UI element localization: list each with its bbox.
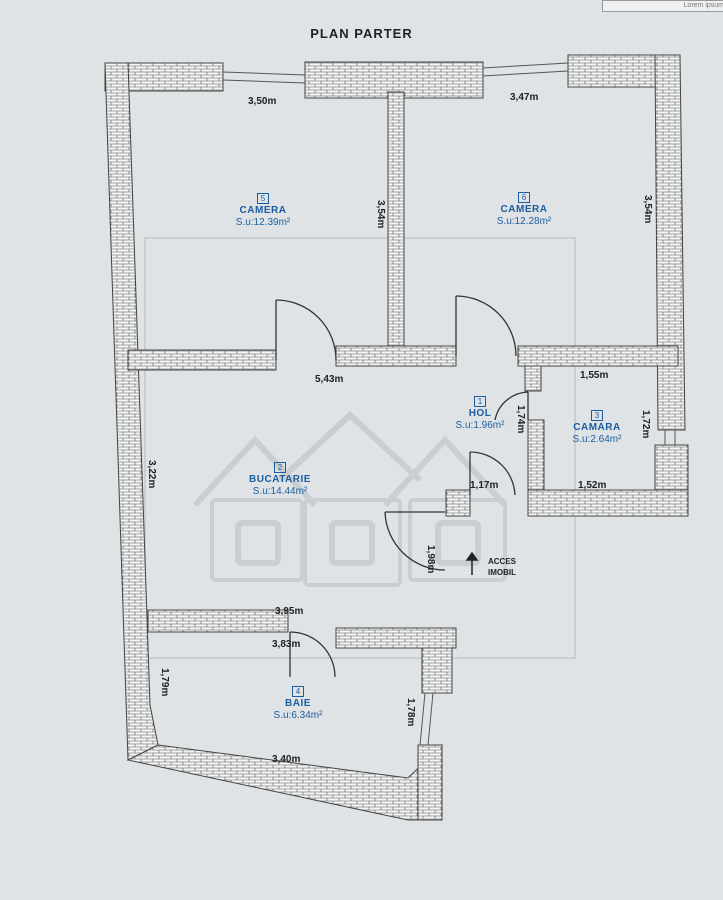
dimension-label: 1,17m <box>470 480 499 491</box>
access-label-line2: IMOBIL <box>488 568 516 577</box>
watermark-logo <box>144 237 576 659</box>
dimension-label: 5,43m <box>315 374 344 385</box>
access-label-line1: ACCES <box>488 557 517 566</box>
dimension-label: 1,78m <box>405 698 416 727</box>
room-2-label: 2 BUCATARIE S.u:14.44m² <box>235 462 325 498</box>
dimension-label: 3,54m <box>642 195 653 224</box>
dimension-label: 1,52m <box>578 480 607 491</box>
room-number: 6 <box>517 192 531 203</box>
room-name: CAMARA <box>573 422 621 433</box>
room-3-label: 3 CAMARA S.u:2.64m² <box>562 410 632 446</box>
room-number: 3 <box>590 410 604 421</box>
window-lines <box>222 62 676 746</box>
dimension-label: 3,83m <box>272 639 301 650</box>
room-area: S.u:12.28m² <box>496 216 552 227</box>
room-6-label: 6 CAMERA S.u:12.28m² <box>484 192 564 228</box>
room-5-label: 5 CAMERA S.u:12.39m² <box>223 193 303 229</box>
corner-label: Lorem ipsum <box>602 0 723 12</box>
room-area: S.u:6.34m² <box>273 710 323 721</box>
room-area: S.u:12.39m² <box>235 217 291 228</box>
door-swings <box>275 295 529 678</box>
access-arrow <box>465 551 479 575</box>
dimension-label: 3,50m <box>248 96 277 107</box>
room-name: BAIE <box>285 698 311 709</box>
room-number: 4 <box>291 686 305 697</box>
dimension-label: 1,72m <box>640 410 651 439</box>
dimension-label: 3,54m <box>375 200 386 229</box>
room-name: HOL <box>468 408 492 419</box>
dimension-label: 3,40m <box>272 754 301 765</box>
room-name: BUCATARIE <box>249 474 311 485</box>
room-area: S.u:14.44m² <box>252 486 308 497</box>
dimension-label: 3,47m <box>510 92 539 103</box>
room-name: CAMERA <box>239 205 287 216</box>
dimension-label: 3,95m <box>275 606 304 617</box>
access-label: ACCES IMOBIL <box>488 556 516 578</box>
room-area: S.u:1.96m² <box>455 420 505 431</box>
dimension-label: 1,74m <box>515 405 526 434</box>
dimension-label: 1,98m <box>425 545 436 574</box>
room-number: 2 <box>273 462 287 473</box>
plan-title: PLAN PARTER <box>310 26 413 41</box>
dimension-label: 3,22m <box>146 460 157 489</box>
room-area: S.u:2.64m² <box>572 434 622 445</box>
room-4-label: 4 BAIE S.u:6.34m² <box>258 686 338 722</box>
dimension-label: 1,55m <box>580 370 609 381</box>
walls <box>104 54 689 821</box>
room-name: CAMERA <box>500 204 548 215</box>
room-number: 1 <box>473 396 487 407</box>
room-number: 5 <box>256 193 270 204</box>
room-1-label: 1 HOL S.u:1.96m² <box>442 396 518 432</box>
dimension-label: 1,79m <box>159 668 170 697</box>
